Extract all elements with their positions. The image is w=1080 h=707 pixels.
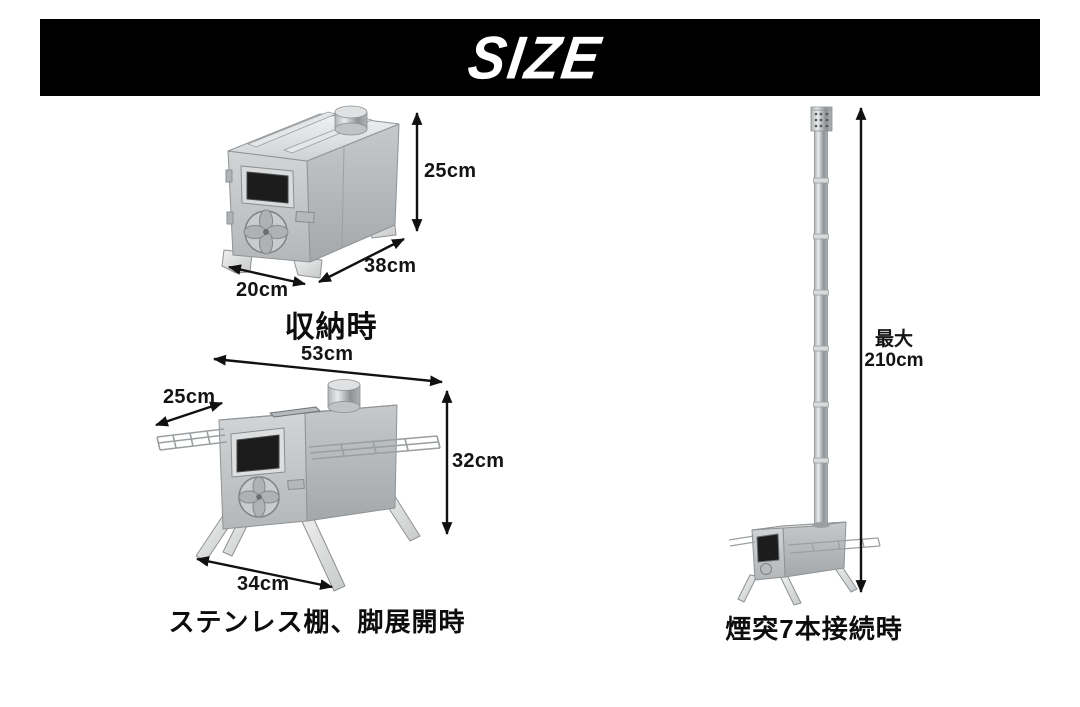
stove-illustration-expanded: [156, 379, 441, 592]
dim-stowed-height: 25cm: [424, 160, 477, 182]
caption-chimney: 煙突7本接続時: [725, 614, 903, 644]
page-title: SIZE: [463, 23, 607, 92]
dim-chimney-max-value: 210cm: [864, 350, 924, 371]
caption-expanded: ステンレス棚、脚展開時: [168, 607, 466, 637]
dim-expanded-leg-span: 34cm: [237, 573, 290, 595]
dim-expanded-height: 32cm: [452, 450, 505, 472]
dim-expanded-width: 53cm: [301, 343, 354, 365]
caption-stowed: 収納時: [284, 311, 378, 344]
header-bar: SIZE: [40, 19, 1040, 96]
dim-stowed-width: 20cm: [236, 279, 289, 301]
dim-chimney-max-height: 最大 210cm: [852, 329, 936, 371]
dim-stowed-depth: 38cm: [364, 255, 417, 277]
dim-chimney-max-label: 最大: [874, 329, 913, 350]
dim-expanded-shelf: 25cm: [163, 386, 216, 408]
